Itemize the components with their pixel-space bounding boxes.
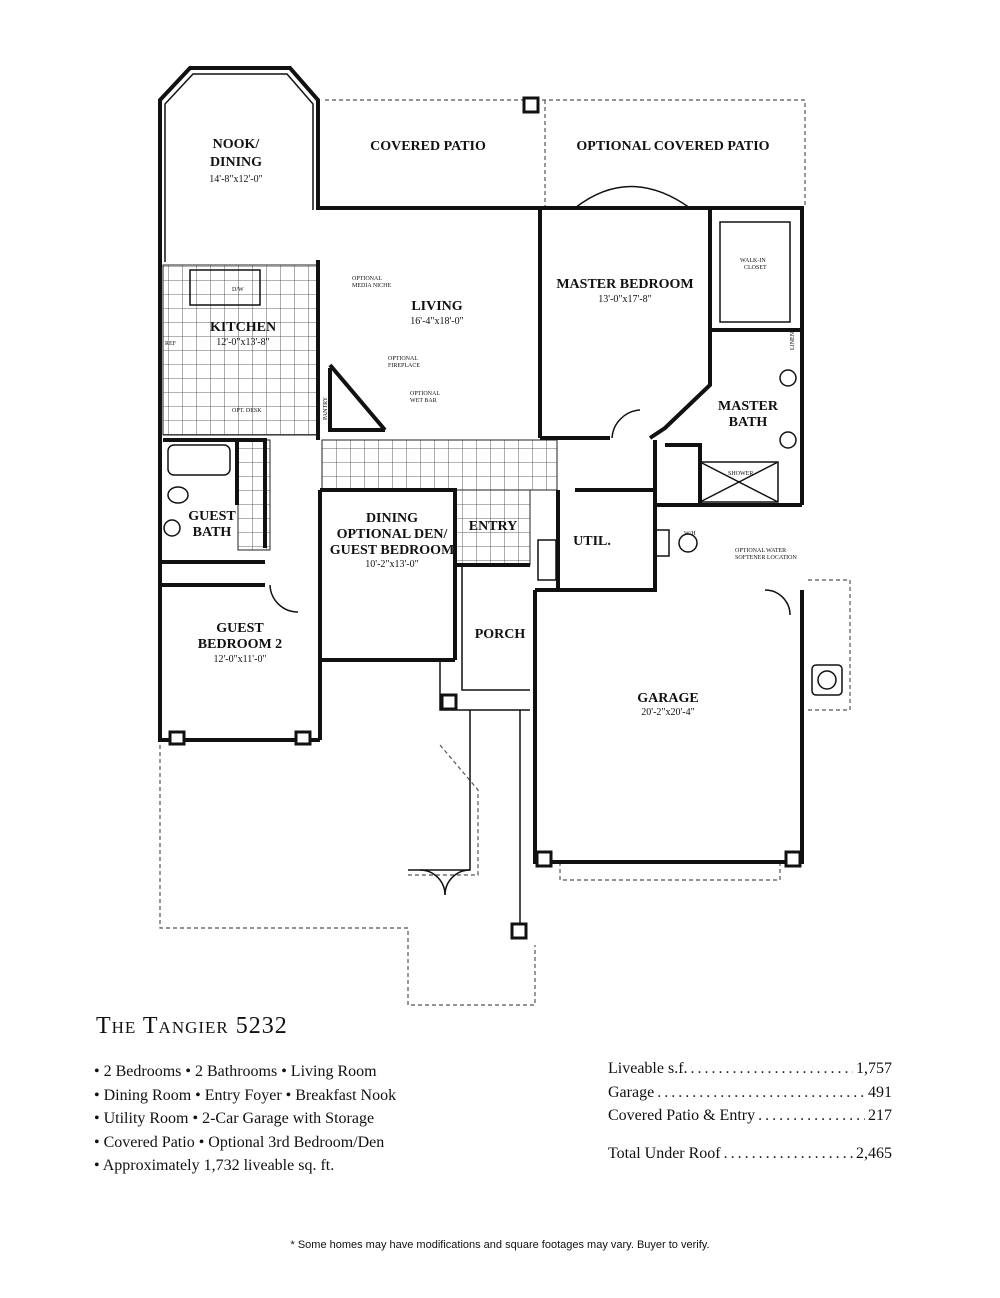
nook-bay-wall xyxy=(158,66,320,262)
label-porch: PORCH xyxy=(475,627,526,642)
label-optional-covered-patio: OPTIONAL COVERED PATIO xyxy=(576,139,769,154)
label-entry: ENTRY xyxy=(469,519,518,534)
svg-text:W/H: W/H xyxy=(684,531,696,537)
svg-text:GUEST: GUEST xyxy=(216,621,264,636)
rear-walkway-outline xyxy=(159,579,851,1006)
stat-row-covered-patio: Covered Patio & Entry 217 xyxy=(608,1107,892,1131)
svg-text:NOOK/: NOOK/ xyxy=(213,137,261,152)
walk-post xyxy=(510,922,528,940)
label-nook: NOOK/ DINING 14'-8"x12'-0" xyxy=(209,137,262,185)
plan-notes: D/W OPTIONAL MEDIA NICHE OPTIONAL FIREPL… xyxy=(165,258,798,561)
feature-item: • Utility Room • 2-Car Garage with Stora… xyxy=(94,1110,375,1127)
svg-text:OPTIONAL: OPTIONAL xyxy=(352,276,382,282)
stat-value: 217 xyxy=(868,1107,892,1124)
square-footage-table: Liveable s.f. 1,757 Garage 491 Covered P… xyxy=(608,1060,892,1168)
stat-row-liveable: Liveable s.f. 1,757 xyxy=(608,1060,892,1084)
svg-text:SHOWER: SHOWER xyxy=(728,471,753,477)
svg-text:LIVING: LIVING xyxy=(411,299,462,314)
svg-text:MASTER BEDROOM: MASTER BEDROOM xyxy=(556,277,693,292)
svg-text:OPT. DESK: OPT. DESK xyxy=(232,408,262,414)
exterior-walls xyxy=(158,206,804,864)
svg-text:OPTIONAL: OPTIONAL xyxy=(388,356,418,362)
svg-text:10'-2"x13'-0": 10'-2"x13'-0" xyxy=(365,559,418,570)
feature-list: • 2 Bedrooms • 2 Bathrooms • Living Room… xyxy=(94,1060,396,1178)
stat-label: Total Under Roof xyxy=(608,1144,721,1162)
svg-text:WALK-IN: WALK-IN xyxy=(740,258,766,264)
svg-text:LINEN: LINEN xyxy=(790,331,796,350)
entry-tile xyxy=(454,489,531,566)
svg-text:DINING: DINING xyxy=(210,155,262,170)
disclaimer: * Some homes may have modifications and … xyxy=(290,1239,710,1251)
stat-row-total: Total Under Roof 2,465 xyxy=(608,1145,892,1169)
feature-item: • Covered Patio • Optional 3rd Bedroom/D… xyxy=(94,1133,385,1151)
door-swings xyxy=(269,409,791,896)
svg-text:FIREPLACE: FIREPLACE xyxy=(388,363,420,369)
optional-patio-outline xyxy=(325,99,806,208)
stat-value: 2,465 xyxy=(856,1144,892,1162)
garage-post-left xyxy=(535,850,553,868)
porch-post xyxy=(440,693,458,711)
interior-walls xyxy=(160,260,802,590)
guest-post-right xyxy=(294,730,312,746)
svg-text:GARAGE: GARAGE xyxy=(637,691,698,706)
svg-text:PANTRY: PANTRY xyxy=(323,396,329,420)
svg-text:OPTIONAL DEN/: OPTIONAL DEN/ xyxy=(337,527,449,542)
svg-text:DINING: DINING xyxy=(366,511,418,526)
kitchen-tile xyxy=(162,264,319,436)
feature-item: • Dining Room • Entry Foyer • Breakfast … xyxy=(94,1086,397,1104)
porch-walkway xyxy=(408,565,530,930)
floor-plan: NOOK/ DINING 14'-8"x12'-0" COVERED PATIO… xyxy=(158,66,851,1006)
svg-text:WET BAR: WET BAR xyxy=(410,398,437,404)
svg-text:MEDIA NICHE: MEDIA NICHE xyxy=(352,283,391,289)
svg-text:OPTIONAL WATER: OPTIONAL WATER xyxy=(735,548,786,554)
hall-tile xyxy=(321,439,558,491)
label-util: UTIL. xyxy=(573,534,611,549)
fixtures xyxy=(163,221,843,696)
svg-text:12'-0"x11'-0": 12'-0"x11'-0" xyxy=(213,654,266,665)
svg-text:GUEST BEDROOM: GUEST BEDROOM xyxy=(330,543,455,558)
label-kitchen: KITCHEN 12'-0"x13'-8" xyxy=(210,320,276,348)
svg-text:20'-2"x20'-4": 20'-2"x20'-4" xyxy=(641,707,694,718)
stat-label: Liveable s.f. xyxy=(608,1060,688,1077)
svg-text:REF: REF xyxy=(165,341,177,347)
svg-text:BATH: BATH xyxy=(729,415,768,430)
svg-text:14'-8"x12'-0": 14'-8"x12'-0" xyxy=(209,174,262,185)
label-living: LIVING 16'-4"x18'-0" xyxy=(410,299,463,327)
stat-value: 1,757 xyxy=(856,1060,892,1077)
svg-text:13'-0"x17'-8": 13'-0"x17'-8" xyxy=(598,294,651,305)
feature-item: • 2 Bedrooms • 2 Bathrooms • Living Room xyxy=(94,1063,377,1080)
garage-post-right xyxy=(784,850,802,868)
svg-text:KITCHEN: KITCHEN xyxy=(210,320,276,335)
svg-text:BEDROOM 2: BEDROOM 2 xyxy=(198,637,282,652)
master-bay-window xyxy=(574,185,691,209)
svg-text:MASTER: MASTER xyxy=(718,399,779,414)
svg-text:GUEST: GUEST xyxy=(188,509,236,524)
label-garage: GARAGE 20'-2"x20'-4" xyxy=(637,691,698,718)
svg-text:SOFTENER LOCATION: SOFTENER LOCATION xyxy=(735,555,798,561)
stat-label: Garage xyxy=(608,1083,655,1101)
svg-text:12'-0"x13'-8": 12'-0"x13'-8" xyxy=(216,337,269,348)
svg-text:D/W: D/W xyxy=(232,287,244,293)
label-guest-bath: GUEST BATH xyxy=(188,509,236,540)
label-guest-bedroom: GUEST BEDROOM 2 12'-0"x11'-0" xyxy=(198,621,282,665)
feature-item: • Approximately 1,732 liveable sq. ft. xyxy=(94,1157,335,1174)
svg-text:16'-4"x18'-0": 16'-4"x18'-0" xyxy=(410,316,463,327)
guest-post-left xyxy=(168,730,186,746)
plan-title: The Tangier 5232 xyxy=(96,1013,288,1039)
svg-text:OPTIONAL: OPTIONAL xyxy=(410,391,440,397)
label-master-bath: MASTER BATH xyxy=(718,399,779,430)
stat-label: Covered Patio & Entry xyxy=(608,1107,756,1124)
label-dining-den: DINING OPTIONAL DEN/ GUEST BEDROOM 10'-2… xyxy=(330,511,455,570)
label-master-bedroom: MASTER BEDROOM 13'-0"x17'-8" xyxy=(556,277,693,305)
svg-text:BATH: BATH xyxy=(193,525,232,540)
label-covered-patio: COVERED PATIO xyxy=(370,139,486,154)
patio-post xyxy=(522,96,540,114)
stat-value: 491 xyxy=(868,1083,892,1101)
svg-text:CLOSET: CLOSET xyxy=(744,265,767,271)
stat-row-garage: Garage 491 xyxy=(608,1084,892,1108)
